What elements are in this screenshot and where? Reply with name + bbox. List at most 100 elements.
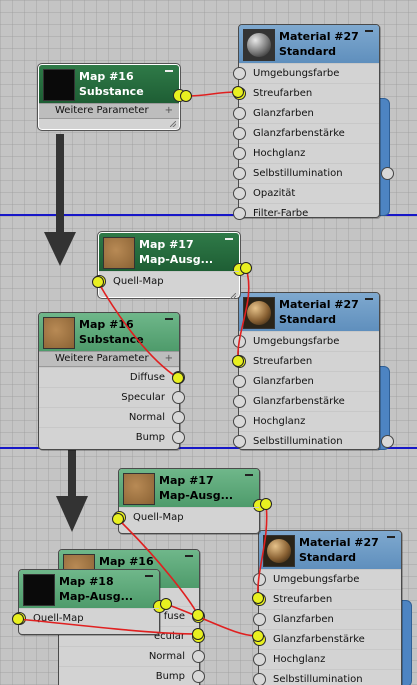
minimize-icon[interactable] — [365, 30, 373, 32]
rollout-header[interactable]: Weitere Parameter+ — [39, 103, 179, 119]
material-slot-list: Umgebungsfarbe Streufarben Glanzfarben G… — [253, 569, 401, 685]
wire — [185, 91, 239, 97]
map-node[interactable]: Map #18 Map-Ausg... Quell-Map — [13, 569, 166, 635]
node-subtitle: Substance — [79, 333, 144, 346]
input-socket[interactable] — [233, 107, 246, 120]
minimize-icon[interactable] — [165, 318, 173, 320]
node-header[interactable]: Material #27 Standard — [239, 293, 379, 331]
node-subtitle: Map-Ausg... — [159, 489, 234, 502]
resize-grip-icon[interactable] — [99, 291, 239, 301]
output-socket[interactable] — [172, 391, 185, 404]
input-socket[interactable] — [233, 355, 246, 368]
output-socket[interactable] — [172, 371, 185, 384]
slot-row: Filter-Farbe — [233, 203, 379, 223]
input-socket[interactable] — [113, 511, 126, 524]
slot-row: Selbstillumination — [253, 669, 401, 685]
slot-row: Selbstillumination — [233, 431, 394, 451]
output-socket[interactable] — [381, 167, 394, 180]
output-socket[interactable] — [192, 670, 205, 683]
node-header[interactable]: Map #17 Map-Ausg... — [119, 469, 266, 512]
node-header[interactable]: Material #27 Standard — [259, 531, 401, 569]
input-row: Quell-Map — [13, 608, 159, 628]
output-socket[interactable] — [192, 630, 205, 643]
output-list: Diffuse Specular Normal Bump — [39, 367, 185, 447]
input-socket[interactable] — [253, 613, 266, 626]
node-subtitle: Map-Ausg... — [139, 253, 214, 266]
slot-row: Glanzfarben — [233, 103, 379, 123]
minimize-icon[interactable] — [245, 474, 253, 476]
input-socket[interactable] — [233, 187, 246, 200]
node-title: Map #17 — [139, 238, 194, 251]
material-preview-sphere — [263, 535, 295, 567]
node-header[interactable]: Map #18 Map-Ausg... — [19, 570, 166, 613]
minimize-icon[interactable] — [185, 555, 193, 557]
output-row: Normal — [39, 407, 185, 427]
input-list: Quell-Map — [93, 271, 239, 291]
input-list: Quell-Map — [113, 507, 259, 527]
input-socket[interactable] — [233, 147, 246, 160]
input-socket[interactable] — [233, 375, 246, 388]
output-socket[interactable] — [173, 89, 186, 102]
map-node[interactable]: Map #16 Substance Weitere Parameter+ — [37, 63, 186, 131]
node-title: Map #18 — [59, 575, 114, 588]
output-socket[interactable] — [172, 411, 185, 424]
slot-row: Umgebungsfarbe — [233, 63, 379, 83]
rollout-header[interactable]: Weitere Parameter+ — [39, 351, 179, 367]
input-socket[interactable] — [233, 87, 246, 100]
minimize-icon[interactable] — [387, 536, 395, 538]
input-socket[interactable] — [253, 653, 266, 666]
input-socket[interactable] — [253, 633, 266, 646]
input-socket[interactable] — [253, 573, 266, 586]
slot-row: Streufarben — [253, 589, 401, 609]
slot-row: Selbstillumination — [233, 163, 394, 183]
resize-grip-icon[interactable] — [39, 119, 179, 129]
output-socket[interactable] — [192, 610, 205, 623]
node-title: Material #27 — [299, 536, 379, 549]
input-socket[interactable] — [233, 335, 246, 348]
input-socket[interactable] — [233, 67, 246, 80]
material-node[interactable]: Material #27 Standard Umgebungsfarbe Str… — [253, 530, 402, 685]
map-preview — [43, 317, 75, 349]
node-subtitle: Standard — [299, 551, 357, 564]
map-node[interactable]: Map #17 Map-Ausg... Quell-Map — [93, 231, 246, 301]
node-header[interactable]: Material #27 Standard — [239, 25, 379, 63]
material-node[interactable]: Material #27 Standard Umgebungsfarbe Str… — [233, 292, 394, 451]
material-slot-list: Umgebungsfarbe Streufarben Glanzfarben G… — [233, 331, 394, 451]
input-socket[interactable] — [233, 435, 246, 448]
expand-icon[interactable]: + — [164, 105, 173, 116]
input-socket[interactable] — [233, 207, 246, 220]
minimize-icon[interactable] — [365, 298, 373, 300]
output-row: Specular — [39, 387, 185, 407]
input-socket[interactable] — [93, 275, 106, 288]
node-header[interactable]: Map #16 Substance — [39, 65, 186, 103]
slot-row: Hochglanz — [233, 411, 379, 431]
output-socket[interactable] — [172, 431, 185, 444]
output-socket[interactable] — [192, 650, 205, 663]
input-socket[interactable] — [233, 127, 246, 140]
slot-row: Glanzfarbenstärke — [233, 391, 379, 411]
slot-row: Hochglanz — [253, 649, 401, 669]
minimize-icon[interactable] — [145, 575, 153, 577]
map-preview — [103, 237, 135, 269]
material-node[interactable]: Material #27 Standard Umgebungsfarbe Str… — [233, 24, 394, 220]
node-title: Map #16 — [79, 70, 134, 83]
minimize-icon[interactable] — [165, 70, 173, 72]
output-socket[interactable] — [381, 435, 394, 448]
map-preview — [23, 574, 55, 606]
slot-row: Umgebungsfarbe — [253, 569, 401, 589]
output-row: Diffuse — [39, 367, 185, 387]
input-socket[interactable] — [253, 673, 266, 685]
input-socket[interactable] — [13, 612, 26, 625]
map-node[interactable]: Map #16 Substance Weitere Parameter+ Dif… — [38, 312, 185, 450]
expand-icon[interactable]: + — [164, 353, 173, 364]
input-socket[interactable] — [233, 395, 246, 408]
node-header[interactable]: Map #16 Substance — [39, 313, 179, 351]
node-header[interactable]: Map #17 Map-Ausg... — [99, 233, 246, 276]
input-socket[interactable] — [233, 415, 246, 428]
section-divider — [0, 214, 417, 216]
map-node[interactable]: Map #17 Map-Ausg... Quell-Map — [113, 468, 266, 534]
input-socket[interactable] — [253, 593, 266, 606]
input-socket[interactable] — [233, 167, 246, 180]
minimize-icon[interactable] — [225, 238, 233, 240]
